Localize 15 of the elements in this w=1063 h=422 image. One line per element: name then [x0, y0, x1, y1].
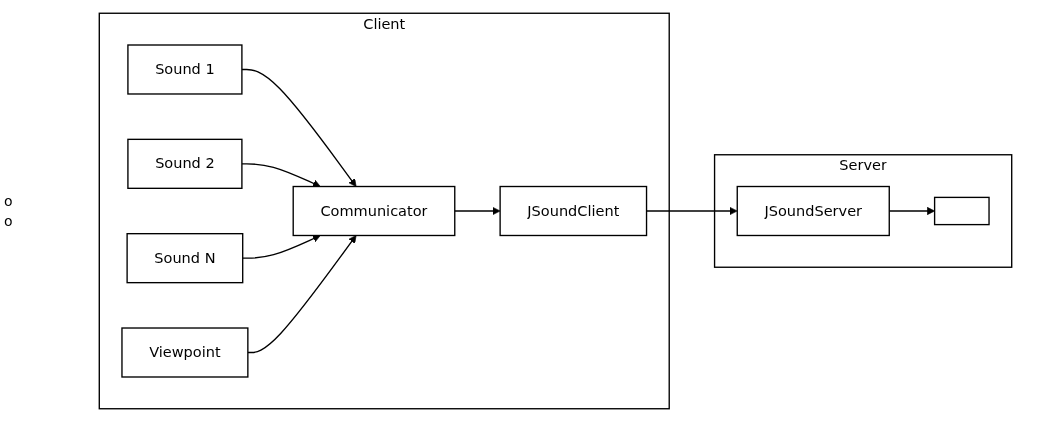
node-box: Communicator — [292, 185, 456, 237]
ellipsis-mark: o — [4, 193, 14, 209]
node-box: Sound N — [126, 233, 244, 284]
ellipsis-mark: o — [4, 213, 14, 229]
node-box — [933, 196, 990, 226]
arrow — [241, 68, 357, 187]
node-box: JSoundClient — [499, 185, 648, 237]
node-box: Sound 1 — [127, 44, 243, 95]
arrow — [242, 234, 321, 259]
arrow — [247, 235, 357, 354]
node-box: Viewpoint — [121, 327, 249, 378]
arrow — [241, 163, 321, 188]
node-box: Sound 2 — [127, 138, 243, 189]
node-box: JSoundServer — [736, 185, 890, 237]
arrow — [454, 207, 501, 215]
